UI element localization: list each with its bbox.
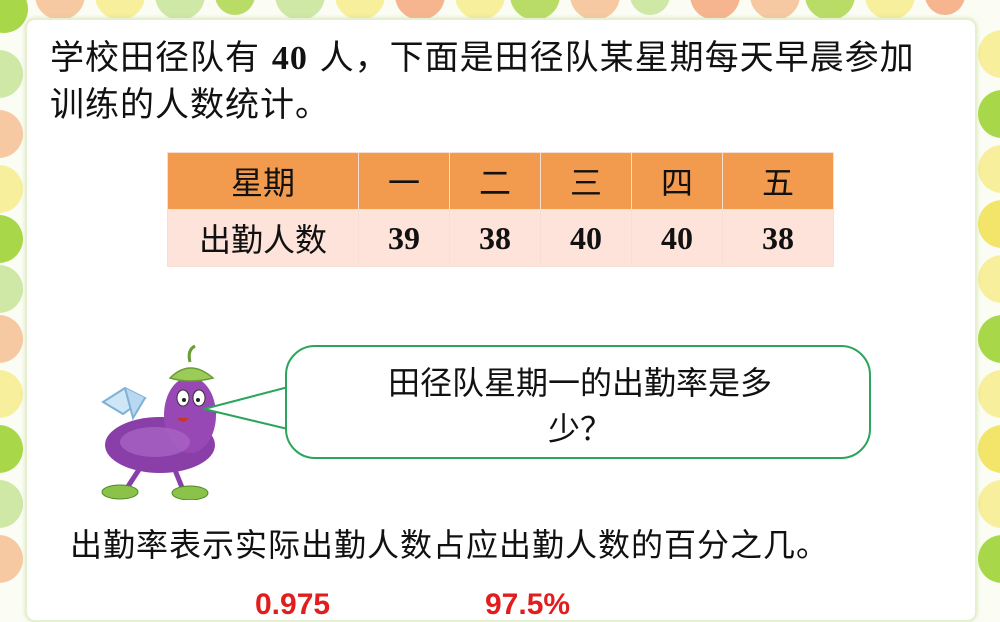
question-line-2: 少？ xyxy=(547,410,612,448)
attendance-table: 星期 一 二 三 四 五 出勤人数 39 38 40 40 38 xyxy=(167,152,834,267)
answer-decimal: 0.975 xyxy=(255,588,331,621)
answer-percent: 97.5% xyxy=(485,588,571,621)
day-cell: 四 xyxy=(631,152,723,210)
problem-statement: 学校田径队有 40 人，下面是田径队某星期每天早晨参加训练的人数统计。 xyxy=(50,35,930,128)
day-cell: 三 xyxy=(540,152,632,210)
intro-number: 40 xyxy=(271,40,308,77)
header-label-cell: 星期 xyxy=(167,152,359,210)
value-cell: 40 xyxy=(631,209,723,267)
table-header-row: 星期 一 二 三 四 五 xyxy=(167,152,834,210)
table-row: 出勤人数 39 38 40 40 38 xyxy=(167,209,834,267)
speech-bubble-question: 田径队星期一的出勤率是多 少？ xyxy=(300,360,860,452)
intro-text-part2: 人，下面是田径队某星期每天早晨参加训练的人数统计。 xyxy=(50,38,915,125)
day-cell: 一 xyxy=(358,152,450,210)
day-cell: 五 xyxy=(722,152,834,210)
row-label-cell: 出勤人数 xyxy=(167,209,359,267)
value-cell: 38 xyxy=(449,209,541,267)
intro-text-part1: 学校田径队有 xyxy=(50,38,272,78)
eggplant-mascot-icon xyxy=(65,340,255,504)
speech-bubble xyxy=(285,345,871,459)
value-cell: 39 xyxy=(358,209,450,267)
day-cell: 二 xyxy=(449,152,541,210)
attendance-rate-definition: 出勤率表示实际出勤人数占应出勤人数的百分之几。 xyxy=(70,526,830,564)
content-panel xyxy=(25,18,977,622)
decorative-dot-border xyxy=(0,0,1000,583)
value-cell: 38 xyxy=(722,209,834,267)
value-cell: 40 xyxy=(540,209,632,267)
question-line-1: 田径队星期一的出勤率是多 xyxy=(387,364,772,402)
